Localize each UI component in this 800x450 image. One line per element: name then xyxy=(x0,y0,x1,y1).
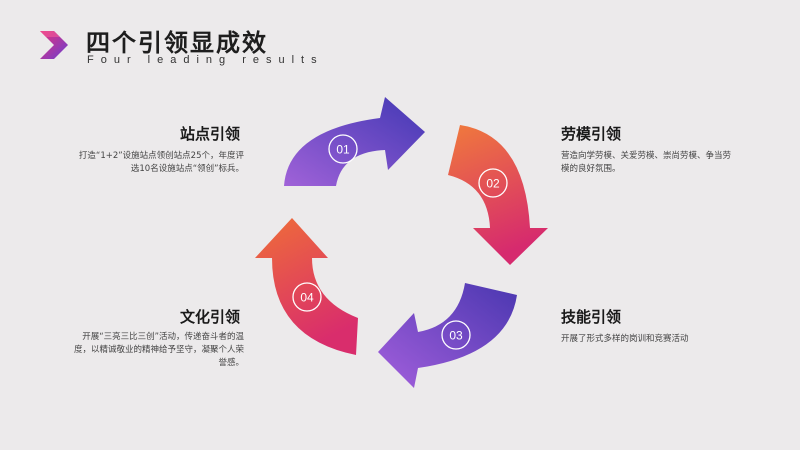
step-number-03: 03 xyxy=(441,320,471,350)
step-title-02: 劳模引领 xyxy=(561,125,622,143)
step-text-04: 开展“三亮三比三创”活动，传递奋斗者的温度，以精诚敬业的精神给予坚守，凝聚个人荣… xyxy=(74,332,245,368)
arrow-segment-03 xyxy=(378,283,517,388)
step-text-02: 营造向学劳模、关爱劳模、崇尚劳模、争当劳模的良好氛围。 xyxy=(561,151,732,174)
svg-text:02: 02 xyxy=(486,177,500,191)
chevron-logo-icon xyxy=(40,31,68,59)
step-title-04: 文化引领 xyxy=(179,308,240,326)
step-text-01: 打造“1+2”设施站点领创站点25个，年度评选10名设施站点“领创”标兵。 xyxy=(78,151,244,174)
step-number-02: 02 xyxy=(478,168,508,198)
step-text-03: 开展了形式多样的岗训和竞赛活动 xyxy=(561,334,689,344)
page-subtitle: Four leading results xyxy=(87,54,324,66)
svg-text:04: 04 xyxy=(300,291,314,305)
arrow-segment-02 xyxy=(448,125,548,265)
svg-text:03: 03 xyxy=(449,329,463,343)
arrow-segment-04 xyxy=(255,218,358,355)
svg-text:01: 01 xyxy=(336,143,350,157)
page-title: 四个引领显成效 xyxy=(86,29,268,57)
step-number-04: 04 xyxy=(292,282,322,312)
step-number-01: 01 xyxy=(328,134,358,164)
step-title-03: 技能引领 xyxy=(561,308,622,326)
step-title-01: 站点引领 xyxy=(179,125,240,143)
